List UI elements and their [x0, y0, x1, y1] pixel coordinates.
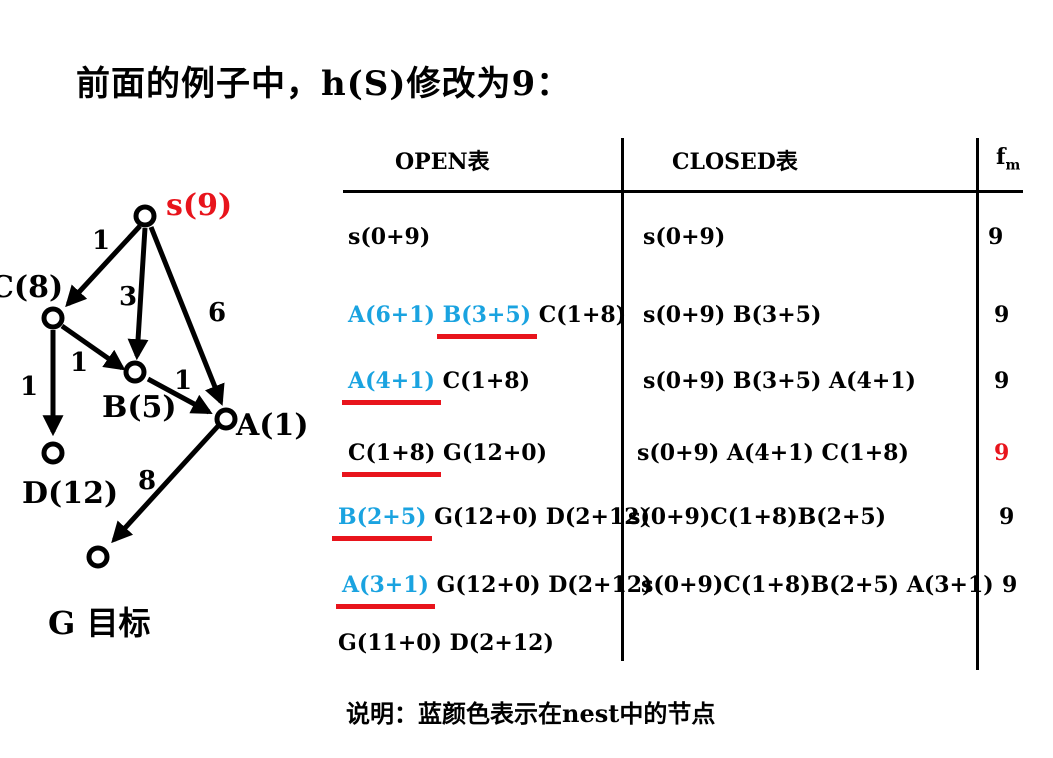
- node-a: [214, 407, 238, 431]
- weight-s-a: 6: [208, 298, 227, 328]
- node-label-s: s(9): [166, 188, 233, 223]
- node-label-d: D(12): [22, 476, 119, 511]
- open-cell: A(3+1) G(12+0) D(2+12): [342, 572, 652, 598]
- header-open: OPEN表: [395, 149, 490, 175]
- fm-cell: 9: [988, 224, 1004, 250]
- open-entry: G(12+0) D(2+12): [426, 504, 651, 530]
- node-d: [41, 441, 65, 465]
- open-entry: G(12+0): [435, 440, 548, 466]
- node-label-b: B(5): [102, 390, 177, 425]
- edge-s-c: [65, 224, 142, 308]
- selected-underline: [436, 334, 538, 339]
- selected-underline: [336, 604, 435, 609]
- weight-a-g: 8: [138, 466, 157, 496]
- weight-s-c: 1: [92, 226, 111, 256]
- node-g: [86, 545, 110, 569]
- open-entry: C(1+8): [434, 368, 530, 394]
- closed-cell: s(0+9)C(1+8)B(2+5): [628, 504, 887, 530]
- open-entry: G(12+0) D(2+12): [428, 572, 653, 598]
- open-entry: C(1+8): [531, 302, 627, 328]
- fm-cell: 9: [994, 302, 1010, 328]
- open-cell: C(1+8) G(12+0): [348, 440, 547, 466]
- closed-cell: s(0+9) B(3+5): [643, 302, 822, 328]
- open-entry: G(11+0) D(2+12): [338, 630, 554, 656]
- open-entry-highlighted: B(3+5): [434, 302, 532, 328]
- edge-c-b: [60, 323, 126, 371]
- open-cell: A(6+1) B(3+5) C(1+8): [348, 302, 626, 328]
- node-label-c: C(8): [0, 270, 64, 305]
- edge-b-a: [146, 376, 213, 415]
- fm-cell: 9: [1002, 572, 1018, 598]
- node-label-a: A(1): [236, 408, 309, 443]
- fm-cell: 9: [999, 504, 1015, 530]
- closed-cell: s(0+9) A(4+1) C(1+8): [637, 440, 909, 466]
- header-closed: CLOSED表: [672, 149, 798, 175]
- weight-s-b: 3: [119, 282, 138, 312]
- table-divider-2: [976, 138, 979, 670]
- open-entry-highlighted: A(3+1): [342, 572, 429, 598]
- selected-underline: [342, 472, 442, 477]
- selected-underline: [342, 400, 441, 405]
- closed-cell: s(0+9) B(3+5) A(4+1): [643, 368, 916, 394]
- header-fm: fm: [996, 144, 1021, 174]
- open-cell: s(0+9): [348, 224, 430, 250]
- fm-cell: 9: [994, 440, 1010, 466]
- node-c: [41, 306, 65, 330]
- open-cell: B(2+5) G(12+0) D(2+12): [338, 504, 650, 530]
- node-s: [133, 204, 157, 228]
- edge-a-g: [111, 423, 221, 544]
- table-divider-1: [621, 138, 624, 661]
- weight-b-a: 1: [174, 366, 193, 396]
- table-header-line: [343, 190, 1023, 193]
- open-entry-highlighted: A(4+1): [348, 368, 435, 394]
- open-entry-highlighted: A(6+1): [348, 302, 435, 328]
- weight-c-b: 1: [70, 348, 89, 378]
- closed-cell: s(0+9): [643, 224, 726, 250]
- edge-s-a: [148, 226, 225, 406]
- closed-cell: s(0+9)C(1+8)B(2+5) A(3+1): [641, 572, 994, 598]
- footnote: 说明：蓝颜色表示在nest中的节点: [346, 699, 716, 728]
- open-cell: G(11+0) D(2+12): [338, 630, 554, 656]
- edge-s-b: [127, 227, 149, 361]
- open-entry: s(0+9): [348, 224, 431, 250]
- open-cell: A(4+1) C(1+8): [348, 368, 530, 394]
- fm-cell: 9: [994, 368, 1010, 394]
- page-title: 前面的例子中，h(S)修改为9：: [76, 64, 572, 104]
- weight-c-d: 1: [20, 372, 39, 402]
- search-graph: [41, 204, 238, 569]
- open-entry-highlighted: B(2+5): [338, 504, 427, 530]
- selected-underline: [332, 536, 433, 541]
- open-entry: C(1+8): [348, 440, 436, 466]
- node-label-g: G 目标: [48, 604, 151, 642]
- node-b: [123, 360, 147, 384]
